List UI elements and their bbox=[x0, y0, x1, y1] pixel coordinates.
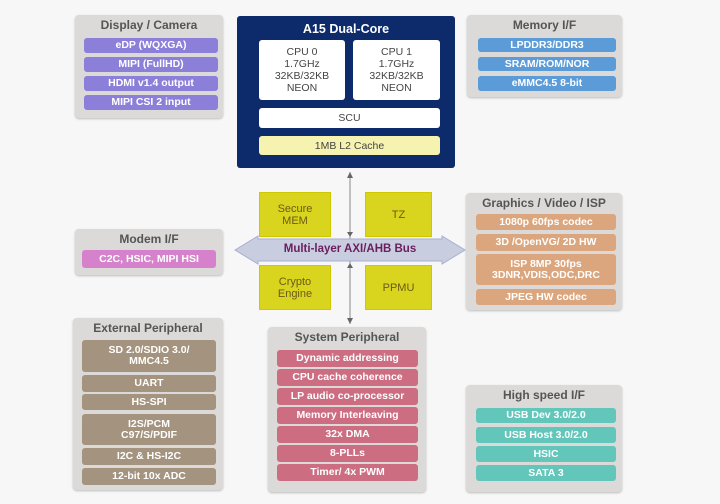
crypto-engine-box: Crypto Engine bbox=[259, 265, 331, 310]
display-group: Display / Camera eDP (WQXGA) MIPI (FullHD)… bbox=[75, 15, 223, 118]
graphics-group: Graphics / Video / ISP 1080p 60fps codec 3… bbox=[466, 193, 622, 310]
memory-group-title: Memory I/F bbox=[512, 18, 577, 32]
display-item: MIPI (FullHD) bbox=[84, 57, 218, 72]
modem-item: C2C, HSIC, MIPI HSI bbox=[82, 250, 216, 268]
modem-group-title: Modem I/F bbox=[119, 232, 179, 246]
external-group: External Peripheral SD 2.0/SDIO 3.0/ MMC4… bbox=[73, 318, 223, 490]
highspeed-item: USB Host 3.0/2.0 bbox=[476, 427, 616, 443]
scu-box: SCU bbox=[259, 108, 440, 128]
modem-group: Modem I/F C2C, HSIC, MIPI HSI bbox=[75, 229, 223, 275]
cpu1-box: CPU 1 1.7GHz 32KB/32KB NEON bbox=[353, 40, 440, 100]
system-item: Dynamic addressing bbox=[277, 350, 418, 367]
system-item: 8-PLLs bbox=[277, 445, 418, 462]
system-item: Timer/ 4x PWM bbox=[277, 464, 418, 481]
system-item: Memory Interleaving bbox=[277, 407, 418, 424]
arrowhead-up-lower bbox=[347, 263, 353, 268]
display-item: eDP (WQXGA) bbox=[84, 38, 218, 53]
highspeed-group-title: High speed I/F bbox=[502, 388, 585, 402]
graphics-item: JPEG HW codec bbox=[476, 289, 616, 305]
system-group-title: System Peripheral bbox=[294, 330, 400, 344]
bus-label: Multi-layer AXI/AHB Bus bbox=[283, 243, 417, 255]
external-item: HS-SPI bbox=[82, 394, 216, 410]
memory-item: eMMC4.5 8-bit bbox=[478, 76, 616, 91]
system-item: 32x DMA bbox=[277, 426, 418, 443]
external-item: I2C & HS-I2C bbox=[82, 448, 216, 465]
highspeed-item: USB Dev 3.0/2.0 bbox=[476, 408, 616, 423]
external-item: UART bbox=[82, 375, 216, 392]
cpu-block-title: A15 Dual-Core bbox=[302, 22, 390, 36]
display-item: HDMI v1.4 output bbox=[84, 76, 218, 91]
memory-item: LPDDR3/DDR3 bbox=[478, 38, 616, 52]
graphics-item: 1080p 60fps codec bbox=[476, 214, 616, 230]
graphics-group-title: Graphics / Video / ISP bbox=[482, 196, 606, 210]
graphics-item: ISP 8MP 30fps 3DNR,VDIS,ODC,DRC bbox=[476, 254, 616, 285]
tz-box: TZ bbox=[365, 192, 432, 237]
graphics-item: 3D /OpenVG/ 2D HW bbox=[476, 234, 616, 251]
display-group-title: Display / Camera bbox=[100, 18, 198, 32]
arrowhead-down bbox=[347, 232, 353, 237]
display-item: MIPI CSI 2 input bbox=[84, 95, 218, 110]
cpu-block: A15 Dual-Core CPU 0 1.7GHz 32KB/32KB NEO… bbox=[237, 16, 455, 168]
ppmu-box: PPMU bbox=[365, 265, 432, 310]
arrowhead-up bbox=[347, 172, 353, 178]
external-item: 12-bit 10x ADC bbox=[82, 468, 216, 485]
secure-mem-box: Secure MEM bbox=[259, 192, 331, 237]
bus-arrow bbox=[234, 235, 466, 265]
cpu0-box: CPU 0 1.7GHz 32KB/32KB NEON bbox=[259, 40, 345, 100]
memory-item: SRAM/ROM/NOR bbox=[478, 57, 616, 71]
system-item: LP audio co-processor bbox=[277, 388, 418, 405]
arrowhead-down-lower bbox=[347, 318, 353, 324]
highspeed-item: HSIC bbox=[476, 446, 616, 462]
external-item: SD 2.0/SDIO 3.0/ MMC4.5 bbox=[82, 340, 216, 372]
external-group-title: External Peripheral bbox=[93, 321, 203, 335]
l2-cache-box: 1MB L2 Cache bbox=[259, 136, 440, 155]
system-item: CPU cache coherence bbox=[277, 369, 418, 386]
external-item: I2S/PCM C97/S/PDIF bbox=[82, 414, 216, 445]
highspeed-item: SATA 3 bbox=[476, 465, 616, 481]
